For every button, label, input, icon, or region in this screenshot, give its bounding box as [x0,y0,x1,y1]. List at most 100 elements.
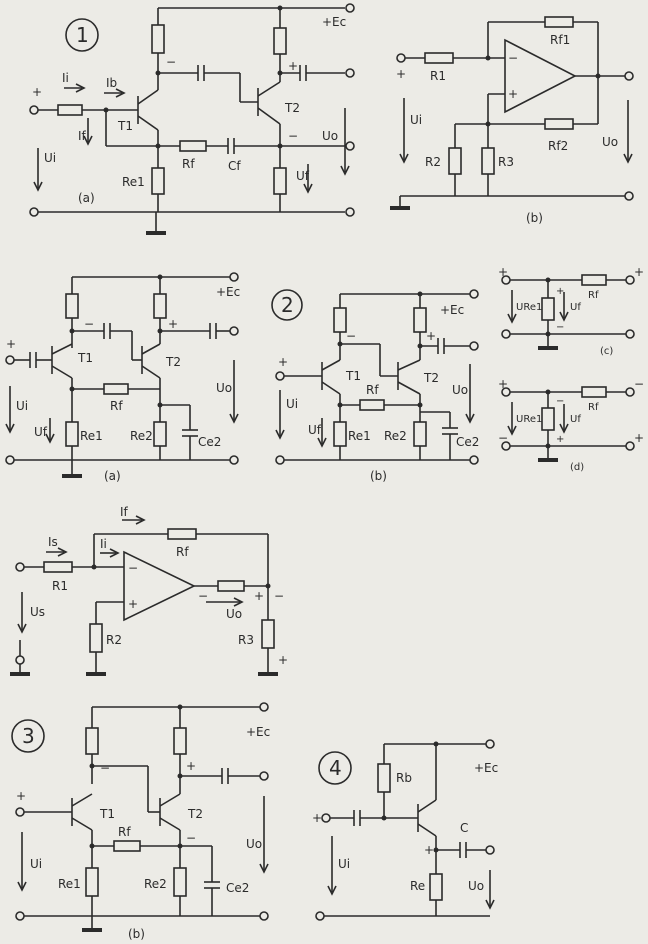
resistor-re2 [413,421,427,447]
panel-3-two-stage-amplifier: 3 [11,702,270,941]
label-r3: R3 [498,155,514,169]
label-re2: Re2 [130,429,153,443]
label-ec: +Ec [246,725,270,739]
resistor-rf [359,399,385,411]
resistor-re2 [273,167,287,195]
label-uf: Uf [296,169,310,183]
minus-sign: − [128,561,138,575]
label-ib: Ib [106,76,117,90]
label-ui: Ui [16,399,28,413]
label-r3: R3 [238,633,254,647]
sublabel-d: (d) [570,462,584,473]
resistor-r3 [261,619,275,649]
label-ii: Ii [100,537,107,551]
label-ure1: URe1 [516,414,542,425]
label-uf: Uf [34,425,48,439]
plus-sign: + [634,265,644,279]
label-rf: Rf [176,545,189,559]
label-t2: T2 [423,371,439,385]
plus-sign: + [396,67,406,81]
minus-sign: − [84,317,94,331]
label-uo: Uo [216,381,232,395]
resistor-r3 [481,147,495,175]
label-uo: Uo [322,129,338,143]
label-r2: R2 [106,633,122,647]
label-ce2: Ce2 [226,881,249,895]
panel-2b-two-stage-amplifier: 2 [271,289,479,483]
resistor-rc1 [65,293,79,319]
plus-sign: + [426,329,436,343]
minus-sign: − [346,329,356,343]
label-is: Is [48,535,58,549]
label-re1: Re1 [122,175,145,189]
label-ui: Ui [338,857,350,871]
label-ec: +Ec [322,15,346,29]
panel-number-circle [11,719,45,753]
label-ui: Ui [286,397,298,411]
label-re2: Re2 [144,877,167,891]
label-rf1: Rf1 [550,33,570,47]
label-uf: Uf [570,302,581,313]
label-t2: T2 [284,101,300,115]
plus-sign: + [168,317,178,331]
panel-4-emitter-follower: 4 + Ui Rb C Re Uo [312,739,498,921]
sublabel-b: (b) [128,927,145,941]
label-rf: Rf [182,157,195,171]
label-uo: Uo [246,837,262,851]
panel-number: 4 [329,756,342,780]
resistor-rf [179,140,207,152]
minus-sign: − [274,589,284,603]
label-ec: +Ec [216,285,240,299]
plus-sign: + [6,337,16,351]
resistor-rc1 [85,727,99,755]
label-ec: +Ec [440,303,464,317]
resistor-rf1 [544,16,574,28]
label-re1: Re1 [58,877,81,891]
plus-sign: + [424,843,434,857]
label-re: Re [410,879,425,893]
panel-number-circle [65,18,99,52]
input-resistor [57,104,83,116]
terminal-node [345,3,355,13]
resistor-r1 [424,52,454,64]
resistor-rf [103,383,129,395]
minus-sign: − [198,589,208,603]
label-ure1: URe1 [516,302,542,313]
label-ui: Ui [44,151,56,165]
label-rf2: Rf2 [548,139,568,153]
resistor-r1 [43,561,73,573]
resistor-re1 [541,297,555,321]
label-rf: Rf [588,290,599,301]
label-ui: Ui [30,857,42,871]
sublabel-b: (b) [370,469,387,483]
label-uo: Uo [452,383,468,397]
plus-sign: + [278,653,288,667]
label-ec: +Ec [474,761,498,775]
opamp-triangle [123,550,196,622]
label-c: C [460,821,468,835]
resistor-rf [581,274,607,286]
panel-number: 1 [76,23,89,47]
minus-sign: − [166,55,176,69]
resistor-rc1 [151,24,165,54]
resistor-re1 [541,407,555,431]
resistor-rc2 [413,307,427,333]
label-t1: T1 [345,369,361,383]
minus-sign: − [556,396,564,407]
label-t1: T1 [77,351,93,365]
resistor-r2 [448,147,462,175]
plus-sign: + [634,431,644,445]
label-if: If [78,129,87,143]
plus-sign: + [278,355,288,369]
opamp-triangle [504,38,577,114]
panel-2d-feedback-network: + − − + − + URe1 Uf Rf (d) [498,377,644,473]
minus-sign: − [100,761,110,775]
label-re2: Re2 [384,429,407,443]
label-uo: Uo [468,879,484,893]
label-uf: Uf [570,414,581,425]
panel-1b-opamp: − + + R1 Rf1 Rf2 R2 R3 Ui Uo (b) [390,16,634,225]
minus-sign: − [498,431,508,445]
label-rf: Rf [118,825,131,839]
